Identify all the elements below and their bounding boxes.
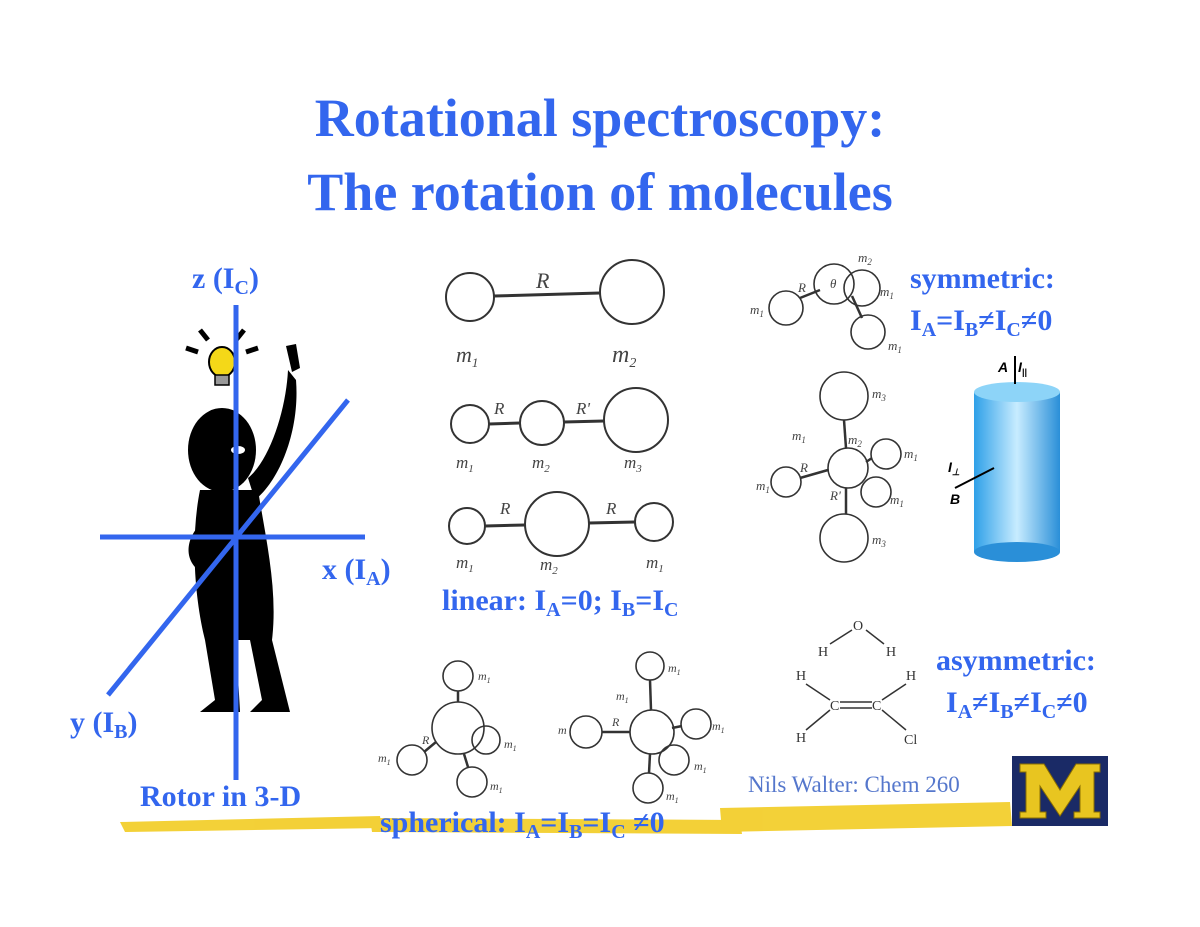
linear-molecules [445,259,674,557]
svg-text:H: H [886,645,896,660]
svg-text:m1: m1 [490,779,503,795]
svg-text:H: H [796,669,806,684]
svg-text:m1: m1 [456,553,474,575]
rotor-caption: Rotor in 3-D [140,780,302,813]
svg-text:m2: m2 [540,555,558,577]
svg-text:m1: m1 [666,789,679,805]
svg-text:R: R [499,499,511,518]
svg-text:H: H [796,731,806,746]
svg-text:R: R [797,280,806,295]
svg-text:m1: m1 [888,338,902,355]
svg-text:m1: m1 [616,689,629,705]
svg-text:m1: m1 [890,492,904,509]
svg-text:m3: m3 [872,532,886,549]
symmetric-molecule-tetra [770,371,902,563]
chloroethene-molecule [805,683,907,731]
svg-text:m1: m1 [880,284,894,301]
cylinder-labels: A I|| I⊥ B [948,359,1027,507]
svg-text:R: R [535,268,550,293]
svg-text:m1: m1 [378,751,391,767]
svg-text:R: R [493,399,505,418]
svg-text:I||: I|| [1018,359,1027,377]
rotor-axes [100,305,365,780]
symmetric-molecule-labels: m1 R θ m2 m1 m1 m3 m1 m2 m1 m1 R R' m1 m… [750,250,918,549]
slide-title-line2: The rotation of molecules [307,162,893,222]
symmetric-heading: symmetric: [910,262,1055,295]
lightbulb-icon [185,328,259,386]
svg-text:m: m [558,723,567,737]
svg-text:m1: m1 [904,446,918,463]
spherical-molecule-2 [569,651,712,804]
stick-figure [188,344,300,712]
svg-text:m1: m1 [668,661,681,677]
asymmetric-heading: asymmetric: [936,644,1096,677]
svg-text:m1: m1 [456,453,474,475]
svg-text:O: O [853,619,863,634]
chloroethene-labels: H H C C H Cl [796,669,917,748]
michigan-logo [1012,756,1108,826]
symmetric-molecule-bent [768,263,886,350]
water-molecule [829,629,885,645]
svg-text:θ: θ [830,276,837,291]
svg-text:m3: m3 [624,453,642,475]
svg-text:A: A [997,359,1008,375]
z-axis-label: z (IC) [192,262,259,299]
symmetric-formula: IA=IB≠IC≠0 [910,304,1053,341]
linear-molecule-labels: R m1 m2 R R' m1 m2 m3 R R m1 m2 m1 [456,268,664,577]
svg-text:m3: m3 [872,386,886,403]
slide-title-line1: Rotational spectroscopy: [314,88,886,148]
svg-text:R: R [799,460,808,475]
svg-text:m1: m1 [756,478,770,495]
svg-text:m2: m2 [532,453,550,475]
symmetric-top-cylinder [954,356,1060,562]
svg-text:R: R [421,733,430,747]
svg-text:R: R [611,715,620,729]
svg-text:m2: m2 [858,250,872,267]
svg-text:m1: m1 [712,719,725,735]
x-axis-label: x (IA) [322,553,391,590]
svg-text:R': R' [575,399,590,418]
svg-text:B: B [950,491,960,507]
svg-text:R: R [605,499,617,518]
asymmetric-formula: IA≠IB≠IC≠0 [946,686,1088,723]
svg-text:m1: m1 [750,302,764,319]
svg-text:C: C [830,699,839,714]
y-axis-label: y (IB) [70,706,138,743]
svg-text:R': R' [829,488,841,503]
y-axis [106,398,350,697]
svg-text:I⊥: I⊥ [948,459,960,477]
water-labels: O H H [818,619,896,660]
svg-text:m1: m1 [646,553,664,575]
svg-text:m2: m2 [848,432,862,449]
spherical-molecule-labels: m1 R m1 m1 m1 m1 m1 R m m1 m1 m1 [378,661,725,805]
svg-text:H: H [818,645,828,660]
spherical-molecule-1 [396,660,501,798]
svg-text:Cl: Cl [904,733,917,748]
linear-formula: linear: IA=0; IB=IC [442,584,679,621]
label-m1: m1 [456,342,478,370]
svg-text:m1: m1 [694,759,707,775]
author-credit: Nils Walter: Chem 260 [748,772,960,797]
svg-text:m1: m1 [792,428,806,445]
spherical-formula: spherical: IA=IB=IC ≠0 [380,806,665,843]
svg-text:C: C [872,699,881,714]
highlighter-strokes [120,802,1012,834]
svg-text:m1: m1 [478,669,491,685]
svg-text:H: H [906,669,916,684]
label-m2: m2 [612,342,636,371]
svg-text:m1: m1 [504,737,517,753]
